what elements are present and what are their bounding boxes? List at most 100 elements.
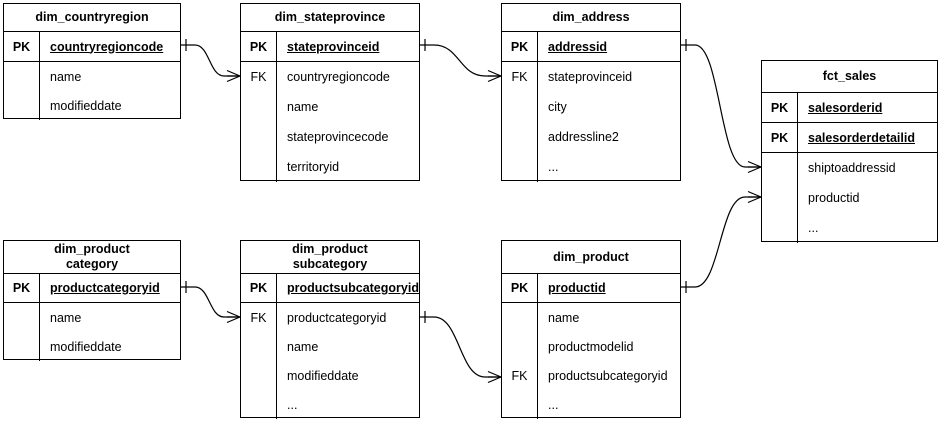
field-name: name xyxy=(287,339,319,354)
entity-title-line: dim_product xyxy=(292,242,368,256)
relationship-stateprovince-to-address[interactable] xyxy=(420,39,502,83)
entity-key-row[interactable]: PK salesorderdetailid xyxy=(762,123,937,153)
field-name: addressline2 xyxy=(548,130,619,144)
field-name: ... xyxy=(548,160,559,174)
entity-title-line: category xyxy=(65,257,119,271)
attribute-key-column: FK xyxy=(502,62,538,182)
field-name: ... xyxy=(287,397,298,412)
field-name-primary-key: productcategoryid xyxy=(50,281,160,295)
attribute-key-column: FK xyxy=(241,303,277,419)
entity-key-row[interactable]: PK addressid xyxy=(502,32,680,62)
key-badge-pk: PK xyxy=(502,274,538,302)
field-name: name xyxy=(548,310,580,325)
cardinality-many-crowsfoot xyxy=(747,190,762,204)
key-badge-empty xyxy=(502,152,537,182)
entity-key-row[interactable]: PK productcategoryid xyxy=(4,274,180,303)
relationship-address-to-fctsales[interactable] xyxy=(681,39,762,174)
key-badge-empty xyxy=(4,303,39,332)
entity-title-line: subcategory xyxy=(292,257,368,271)
relationship-subcategory-to-product[interactable] xyxy=(420,311,502,384)
entity-title-line: dim_product xyxy=(553,249,629,264)
key-badge-empty xyxy=(502,122,537,152)
key-badge-empty xyxy=(502,390,537,419)
key-badge-empty xyxy=(502,332,537,361)
key-badge-empty xyxy=(502,92,537,122)
relationship-countryregion-to-stateprovince[interactable] xyxy=(181,39,241,83)
key-badge-empty xyxy=(762,153,797,183)
key-badge-empty xyxy=(762,213,797,243)
key-badge-empty xyxy=(762,183,797,213)
attribute-key-column: FK xyxy=(502,303,538,419)
entity-title-dim_stateprovince: dim_stateprovince xyxy=(241,4,419,32)
field-name: modifieddate xyxy=(50,98,122,113)
field-name: territoryid xyxy=(287,160,340,174)
field-name: modifieddate xyxy=(287,368,359,383)
entity-title-line: dim_product xyxy=(54,242,130,256)
field-name: productid xyxy=(808,191,860,205)
key-badge-empty xyxy=(4,91,39,120)
cardinality-many-crowsfoot xyxy=(226,69,241,83)
connector-line xyxy=(681,44,761,168)
key-badge-fk: FK xyxy=(250,310,267,325)
field-name: stateprovincecode xyxy=(287,130,389,144)
attribute-name-column: name productmodelid productsubcategoryid..… xyxy=(538,303,680,419)
key-badge-empty xyxy=(241,152,276,182)
entity-title-dim_countryregion: dim_countryregion xyxy=(4,4,180,32)
key-badge-empty xyxy=(241,390,276,419)
field-name: productmodelid xyxy=(548,339,634,354)
relationship-product-to-fctsales[interactable] xyxy=(681,190,762,294)
key-badge-pk: PK xyxy=(502,32,538,61)
key-badge-pk: PK xyxy=(4,274,40,302)
cardinality-many-crowsfoot xyxy=(487,69,502,83)
field-name: ... xyxy=(548,397,559,412)
attribute-key-column: FK xyxy=(241,62,277,182)
connector-line xyxy=(181,286,240,318)
cardinality-many-crowsfoot xyxy=(747,160,762,174)
key-badge-empty xyxy=(502,303,537,332)
key-badge-empty xyxy=(4,62,39,91)
field-name: shiptoaddressid xyxy=(808,161,896,175)
key-badge-pk: PK xyxy=(762,123,798,152)
cardinality-many-crowsfoot xyxy=(487,370,502,384)
field-name: productsubcategoryid xyxy=(548,368,668,383)
key-badge-pk: PK xyxy=(4,32,40,61)
entity-attributes-section: FK name productmodelid productsubcategoryid… xyxy=(502,303,680,419)
key-badge-pk: PK xyxy=(241,274,277,302)
relationship-productcategory-to-subcategory[interactable] xyxy=(181,281,241,324)
field-name-primary-key: salesorderdetailid xyxy=(808,130,915,145)
field-name: countryregioncode xyxy=(287,70,390,84)
field-name: productcategoryid xyxy=(287,310,387,325)
key-badge-empty xyxy=(4,332,39,361)
key-badge-empty xyxy=(241,361,276,390)
field-name-primary-key: addressid xyxy=(548,39,608,54)
connector-line xyxy=(681,196,761,288)
attribute-name-column: productcategoryid name modifieddate... xyxy=(277,303,419,419)
attribute-key-column xyxy=(4,62,40,120)
cardinality-many-crowsfoot xyxy=(226,310,241,324)
attribute-key-column xyxy=(4,303,40,361)
field-name: modifieddate xyxy=(50,339,122,354)
key-badge-fk: FK xyxy=(511,70,528,84)
key-badge-fk: FK xyxy=(511,368,528,383)
